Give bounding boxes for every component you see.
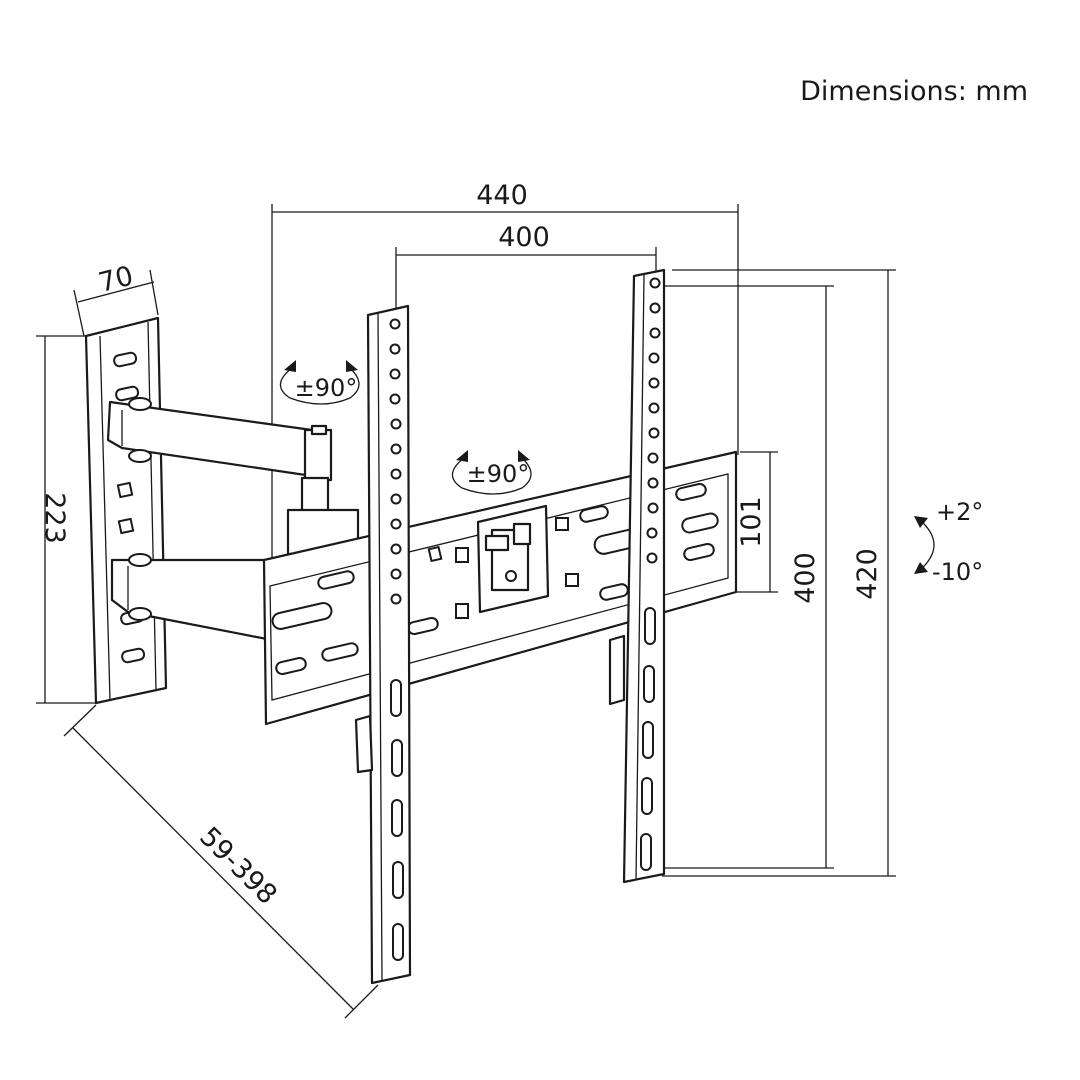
dim-223-label: 223: [39, 492, 70, 544]
dim-440-label: 440: [476, 180, 528, 211]
left-bracket-holes: [389, 318, 404, 961]
plate-swivel-label: ±90°: [467, 460, 530, 488]
arm-swivel-label: ±90°: [295, 374, 358, 402]
dim-59-398-label: 59-398: [193, 821, 283, 911]
right-bracket-holes: [640, 277, 661, 871]
left-vertical-bracket: [354, 304, 412, 985]
horizontal-rail: [262, 450, 738, 726]
tilt-down-label: -10°: [932, 558, 983, 586]
dim-420-label: 420: [852, 548, 883, 600]
right-vertical-bracket: [608, 268, 666, 884]
upper-arm: [106, 397, 333, 514]
tilt-up-label: +2°: [936, 498, 983, 526]
dim-101-label: 101: [736, 496, 767, 548]
arm-swivel-indicator: ±90°: [279, 360, 360, 405]
lower-arm: [110, 553, 274, 642]
wall-plate: [84, 316, 168, 705]
dim-400-horizontal-label: 400: [498, 222, 550, 253]
plate-swivel-indicator: ±90°: [451, 450, 532, 495]
tilt-indicator: +2° -10°: [914, 498, 983, 586]
dim-400-vertical-label: 400: [790, 552, 821, 604]
dim-70-label: 70: [96, 261, 137, 299]
units-title: Dimensions: mm: [800, 76, 1028, 107]
dimension-lines: [36, 204, 896, 1019]
